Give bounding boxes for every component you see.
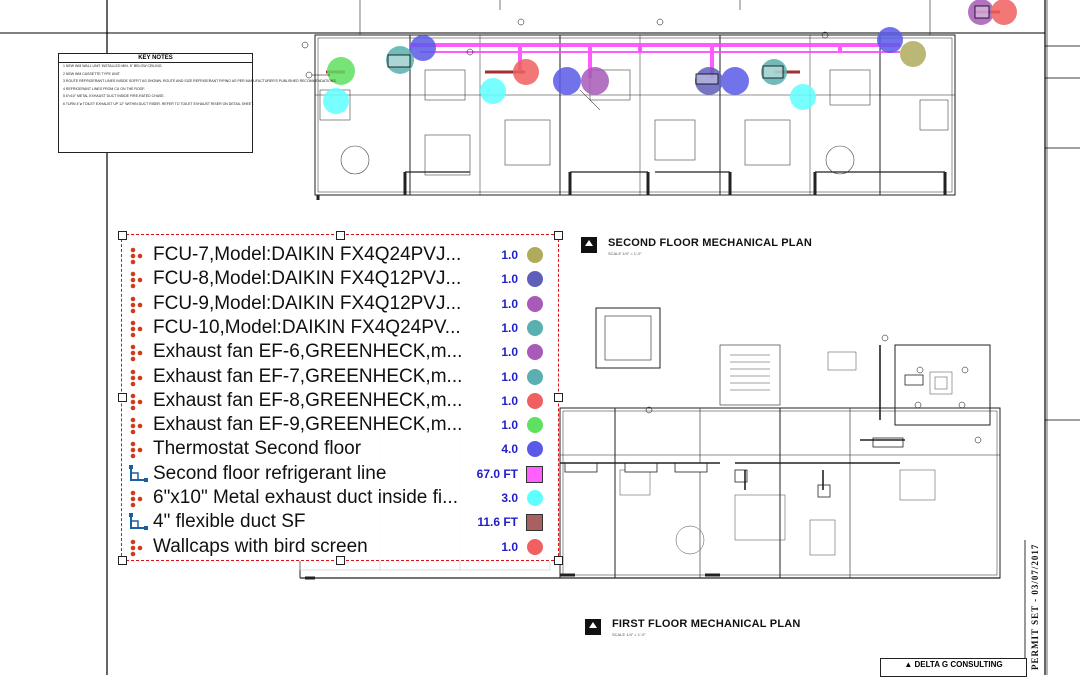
legend-row-color-swatch[interactable] bbox=[527, 441, 543, 458]
legend-row-quantity: 3.0 bbox=[501, 491, 518, 505]
legend-row-color-swatch[interactable] bbox=[527, 538, 543, 555]
legend-row-label: 6"x10" Metal exhaust duct inside fi... bbox=[153, 487, 458, 508]
company-name: DELTA G CONSULTING bbox=[914, 660, 1003, 669]
legend-row-color-swatch[interactable] bbox=[527, 271, 543, 288]
count-marker-icon bbox=[129, 246, 149, 265]
count-marker-icon bbox=[129, 368, 149, 386]
legend-row[interactable]: FCU-10,Model:DAIKIN FX4Q24PV... 1.0 bbox=[129, 316, 554, 340]
count-marker-icon bbox=[129, 440, 149, 459]
legend-row[interactable]: Wallcaps with bird screen 1.0 bbox=[129, 535, 554, 559]
first-floor-plan-title: FIRST FLOOR MECHANICAL PLAN bbox=[612, 618, 801, 630]
legend-row-label: Exhaust fan EF-8,GREENHECK,m... bbox=[153, 389, 463, 411]
legend-row-label: Wallcaps with bird screen bbox=[153, 535, 368, 557]
polyline-measure-icon bbox=[129, 464, 149, 483]
legend-row-label: FCU-7,Model:DAIKIN FX4Q24PVJ... bbox=[153, 244, 462, 265]
legend-row-color-swatch[interactable] bbox=[527, 392, 543, 409]
key-notes-box: KEY NOTES 1 NEW WM WALL UNIT INSTALLED M… bbox=[58, 53, 337, 153]
first-floor-plan-scale: SCALE 1/4" = 1'-0" bbox=[612, 632, 646, 637]
permit-stamp: PERMIT SET - 03/07/2017 bbox=[1020, 540, 1050, 680]
legend-row-color-swatch[interactable] bbox=[527, 295, 543, 312]
legend-row[interactable]: Thermostat Second floor 4.0 bbox=[129, 437, 554, 461]
first-floor-north-arrow-icon bbox=[585, 619, 601, 635]
warning-triangle-icon: ▲ bbox=[904, 660, 915, 669]
permit-stamp-text: PERMIT SET - 03/07/2017 bbox=[1030, 543, 1040, 670]
legend-row[interactable]: FCU-8,Model:DAIKIN FX4Q12PVJ... 1.0 bbox=[129, 267, 554, 291]
count-marker-icon bbox=[129, 270, 149, 289]
count-marker-icon bbox=[129, 416, 149, 435]
legend-row-color-swatch[interactable] bbox=[527, 368, 543, 385]
second-floor-plan-title: SECOND FLOOR MECHANICAL PLAN bbox=[608, 237, 813, 249]
legend-row-label: FCU-10,Model:DAIKIN FX4Q24PV... bbox=[153, 316, 461, 338]
legend-row-label: Exhaust fan EF-7,GREENHECK,m... bbox=[153, 365, 463, 387]
legend-row[interactable]: Exhaust fan EF-9,GREENHECK,m... 1.0 bbox=[129, 413, 554, 437]
key-note-item: 5 6"x10" METAL EXHAUST DUCT INSIDE FIRE-… bbox=[63, 94, 165, 98]
legend-row-label: FCU-8,Model:DAIKIN FX4Q12PVJ... bbox=[153, 268, 462, 290]
legend-row-label: Thermostat Second floor bbox=[153, 438, 362, 460]
legend-row-quantity: 1.0 bbox=[501, 248, 518, 262]
legend-row[interactable]: Exhaust fan EF-6,GREENHECK,m... 1.0 bbox=[129, 340, 554, 364]
legend-row-quantity: 1.0 bbox=[501, 539, 518, 554]
count-marker-icon bbox=[129, 392, 149, 411]
resize-handle-top-right[interactable] bbox=[554, 231, 563, 240]
legend-row-quantity: 1.0 bbox=[501, 296, 518, 311]
count-marker-icon bbox=[129, 319, 149, 338]
title-block: ▲ DELTA G CONSULTING bbox=[880, 658, 1027, 677]
legend-row[interactable]: Exhaust fan EF-8,GREENHECK,m... 1.0 bbox=[129, 389, 554, 413]
legend-row-label: Second floor refrigerant line bbox=[153, 462, 387, 484]
legend-row-label: Exhaust fan EF-9,GREENHECK,m... bbox=[153, 414, 463, 436]
legend-row-color-swatch[interactable] bbox=[527, 417, 543, 434]
key-note-item: 2 NEW WM CASSETTE TYPE UNIT. bbox=[63, 71, 121, 76]
legend-row-quantity: 1.0 bbox=[501, 320, 518, 335]
legend-row-quantity: 1.0 bbox=[501, 393, 518, 408]
legend-row-quantity: 1.0 bbox=[501, 272, 518, 287]
count-marker-icon bbox=[129, 343, 149, 362]
legend-row-color-swatch[interactable] bbox=[526, 465, 543, 483]
resize-handle-top-center[interactable] bbox=[336, 231, 345, 240]
count-marker-icon bbox=[129, 295, 149, 313]
resize-handle-middle-left[interactable] bbox=[118, 393, 127, 402]
resize-handle-bottom-right[interactable] bbox=[554, 556, 563, 565]
second-floor-plan-scale: SCALE 1/4" = 1'-0" bbox=[608, 251, 642, 256]
legend-row-color-swatch[interactable] bbox=[527, 319, 543, 336]
legend-row[interactable]: 6"x10" Metal exhaust duct inside fi... 3.… bbox=[129, 486, 554, 510]
legend-row-quantity: 1.0 bbox=[501, 418, 518, 433]
count-marker-icon bbox=[129, 489, 149, 508]
legend-row-quantity: 67.0 FT bbox=[476, 466, 518, 481]
key-note-item: 6 TURN 4"ø TOILET EXHAUST UP 12" WITHIN … bbox=[63, 101, 254, 106]
legend-row-color-swatch[interactable] bbox=[526, 514, 543, 532]
resize-handle-bottom-left[interactable] bbox=[118, 556, 127, 565]
count-marker-icon bbox=[129, 538, 149, 556]
second-floor-north-arrow-icon bbox=[581, 237, 597, 253]
legend-row-label: 4" flexible duct SF bbox=[153, 511, 306, 533]
resize-handle-bottom-center[interactable] bbox=[336, 556, 345, 565]
key-note-item: 4 REFRIGERANT LINES FROM CU ON THE ROOF. bbox=[63, 86, 146, 91]
legend-row-quantity: 1.0 bbox=[501, 345, 518, 360]
legend-row-label: FCU-9,Model:DAIKIN FX4Q12PVJ... bbox=[153, 292, 462, 314]
legend-row-color-swatch[interactable] bbox=[527, 490, 543, 506]
key-note-item: 3 ROUTE REFRIGERANT LINES INSIDE SOFFIT … bbox=[63, 79, 337, 83]
legend-row-color-swatch[interactable] bbox=[527, 247, 543, 263]
legend-row[interactable]: 4" flexible duct SF 11.6 FT bbox=[129, 510, 554, 534]
legend-row[interactable]: FCU-7,Model:DAIKIN FX4Q24PVJ... 1.0 bbox=[129, 243, 554, 267]
key-notes-title: KEY NOTES bbox=[59, 54, 252, 63]
polyline-measure-icon bbox=[129, 513, 149, 531]
legend-row[interactable]: Exhaust fan EF-7,GREENHECK,m... 1.0 bbox=[129, 365, 554, 389]
resize-handle-top-left[interactable] bbox=[118, 231, 127, 240]
legend-row[interactable]: FCU-9,Model:DAIKIN FX4Q12PVJ... 1.0 bbox=[129, 292, 554, 316]
legend-row-label: Exhaust fan EF-6,GREENHECK,m... bbox=[153, 341, 463, 363]
legend-row-color-swatch[interactable] bbox=[527, 344, 543, 361]
resize-handle-middle-right[interactable] bbox=[554, 393, 563, 402]
legend-row-quantity: 4.0 bbox=[501, 442, 518, 457]
legend-row-quantity: 11.6 FT bbox=[477, 515, 518, 530]
legend-row[interactable]: Second floor refrigerant line 67.0 FT bbox=[129, 462, 554, 486]
legend-row-quantity: 1.0 bbox=[501, 369, 518, 384]
key-note-item: 1 NEW WM WALL UNIT INSTALLED MIN. 6" BEL… bbox=[63, 64, 163, 68]
